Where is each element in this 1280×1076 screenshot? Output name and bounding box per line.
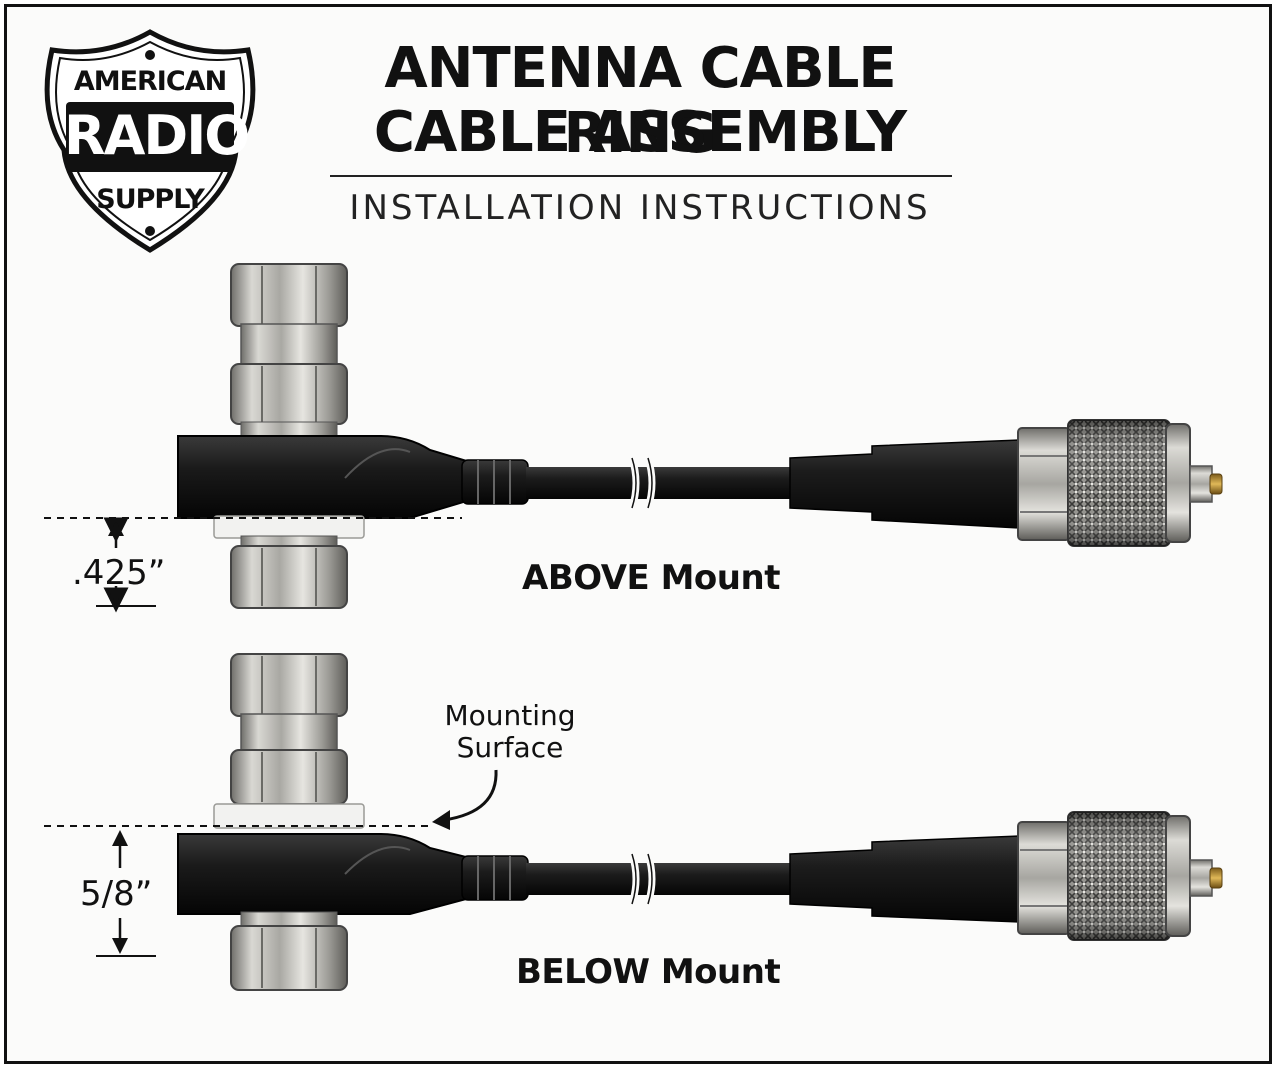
above-cable-break (628, 456, 656, 510)
below-stud-body (240, 713, 338, 753)
mounting-surface-label: Mounting Surface (430, 700, 590, 764)
above-connector-boot (789, 439, 1021, 529)
below-center-pin (1209, 867, 1223, 889)
above-bottom-hex-nut (230, 545, 348, 609)
logo-text-american: AMERICAN (73, 66, 227, 97)
above-coax-cable (526, 467, 796, 499)
above-dimension-marker (44, 517, 462, 613)
above-thread (240, 421, 338, 437)
above-dimension-label: .425” (72, 553, 166, 593)
logo-shield (44, 29, 256, 253)
below-mount-assembly (44, 653, 1223, 991)
below-strain-relief (461, 855, 529, 901)
below-pl259-connector (1017, 811, 1223, 941)
above-mid-hex-nut (230, 363, 348, 425)
mounting-surface-arrow (432, 769, 498, 830)
above-mount-label: ABOVE Mount (522, 558, 780, 598)
above-washer (213, 515, 365, 539)
below-mid-hex-nut (230, 749, 348, 805)
page-title-line1: ANTENNA CABLE RING (384, 36, 896, 166)
title-divider (330, 175, 952, 177)
logo-banner (66, 102, 234, 172)
page-title-line2: CABLE ASSEMBLY (373, 100, 907, 165)
logo-text-supply: SUPPLY (96, 184, 205, 215)
below-bottom-hex-nut (230, 925, 348, 991)
above-ring-terminal (177, 435, 471, 519)
above-top-hex-nut (230, 263, 348, 327)
below-dimension-marker (44, 825, 430, 957)
above-pl259-connector (1017, 419, 1223, 547)
logo-rivet-bottom (145, 226, 155, 236)
page-subtitle: INSTALLATION INSTRUCTIONS (349, 188, 931, 228)
above-mount-assembly (44, 263, 1223, 613)
mounting-surface-label-line2: Surface (456, 731, 564, 764)
below-mount-label: BELOW Mount (516, 952, 781, 992)
above-center-pin (1209, 473, 1223, 495)
logo-rivet-top (145, 50, 155, 60)
above-strain-relief (461, 459, 529, 505)
below-dimension-label: 5/8” (80, 874, 153, 914)
logo-text-radio: RADIO (64, 104, 250, 167)
above-stud-body (240, 323, 338, 367)
below-connector-boot (789, 835, 1021, 923)
mounting-surface-label-line1: Mounting (444, 699, 576, 732)
below-washer (213, 803, 365, 829)
below-coax-cable (526, 863, 796, 895)
below-cable-break (628, 852, 656, 906)
below-ring-terminal (177, 833, 471, 915)
below-top-hex-nut (230, 653, 348, 717)
